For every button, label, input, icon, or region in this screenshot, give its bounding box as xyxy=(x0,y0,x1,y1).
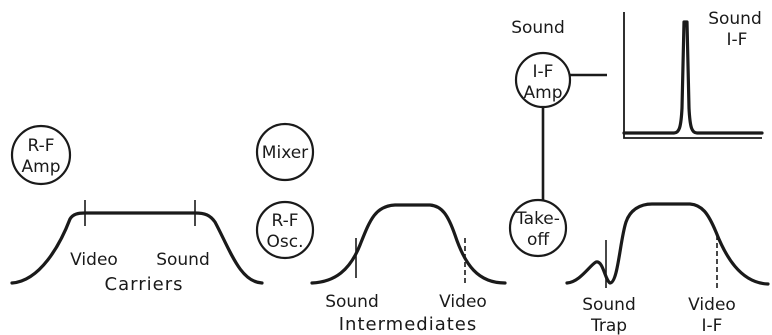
intermediates-response-curve: Sound Video Intermediates xyxy=(310,203,507,335)
mixer-label: Mixer xyxy=(262,143,308,163)
rf-osc-label-line1: R-F xyxy=(271,211,298,231)
sound-if-response-inset: Sound I-F xyxy=(622,9,764,139)
sound-heading: Sound xyxy=(511,18,565,38)
sound-if-label-line2: I-F xyxy=(727,30,748,50)
if-amp-label-line1: I-F xyxy=(533,62,554,82)
carriers-response-curve: Video Sound Carriers xyxy=(10,200,264,295)
rf-osc-label-line2: Osc. xyxy=(267,232,304,252)
intermediates-caption: Intermediates xyxy=(339,314,478,335)
rf-amp-label-line2: Amp xyxy=(22,157,61,177)
sound-trap-label-line1: Sound xyxy=(582,295,636,315)
if-response-curve: Sound Trap Video I-F xyxy=(565,202,770,335)
sound-carrier-label: Sound xyxy=(156,250,210,270)
rf-amp-label-line1: R-F xyxy=(27,136,54,156)
mixer-block: Mixer xyxy=(255,122,315,182)
sound-if-inset-axes xyxy=(623,12,762,139)
video-intermediate-label: Video xyxy=(439,292,487,312)
takeoff-label-line2: off xyxy=(527,230,550,250)
rf-osc-block: R-F Osc. xyxy=(255,200,315,260)
video-if-label-line2: I-F xyxy=(702,316,723,335)
takeoff-block: Take- off xyxy=(508,198,568,258)
rf-amp-block: R-F Amp xyxy=(10,124,72,186)
takeoff-label-line1: Take- xyxy=(515,209,560,229)
sound-intermediate-label: Sound xyxy=(325,292,379,312)
video-carrier-label: Video xyxy=(70,250,118,270)
carriers-caption: Carriers xyxy=(105,274,184,295)
sound-trap-label-line2: Trap xyxy=(590,316,627,335)
if-amp-label-line2: Amp xyxy=(524,83,563,103)
video-if-label-line1: Video xyxy=(688,295,736,315)
sound-if-label-line1: Sound xyxy=(708,9,762,29)
sound-if-amp-block: I-F Amp xyxy=(514,51,607,200)
